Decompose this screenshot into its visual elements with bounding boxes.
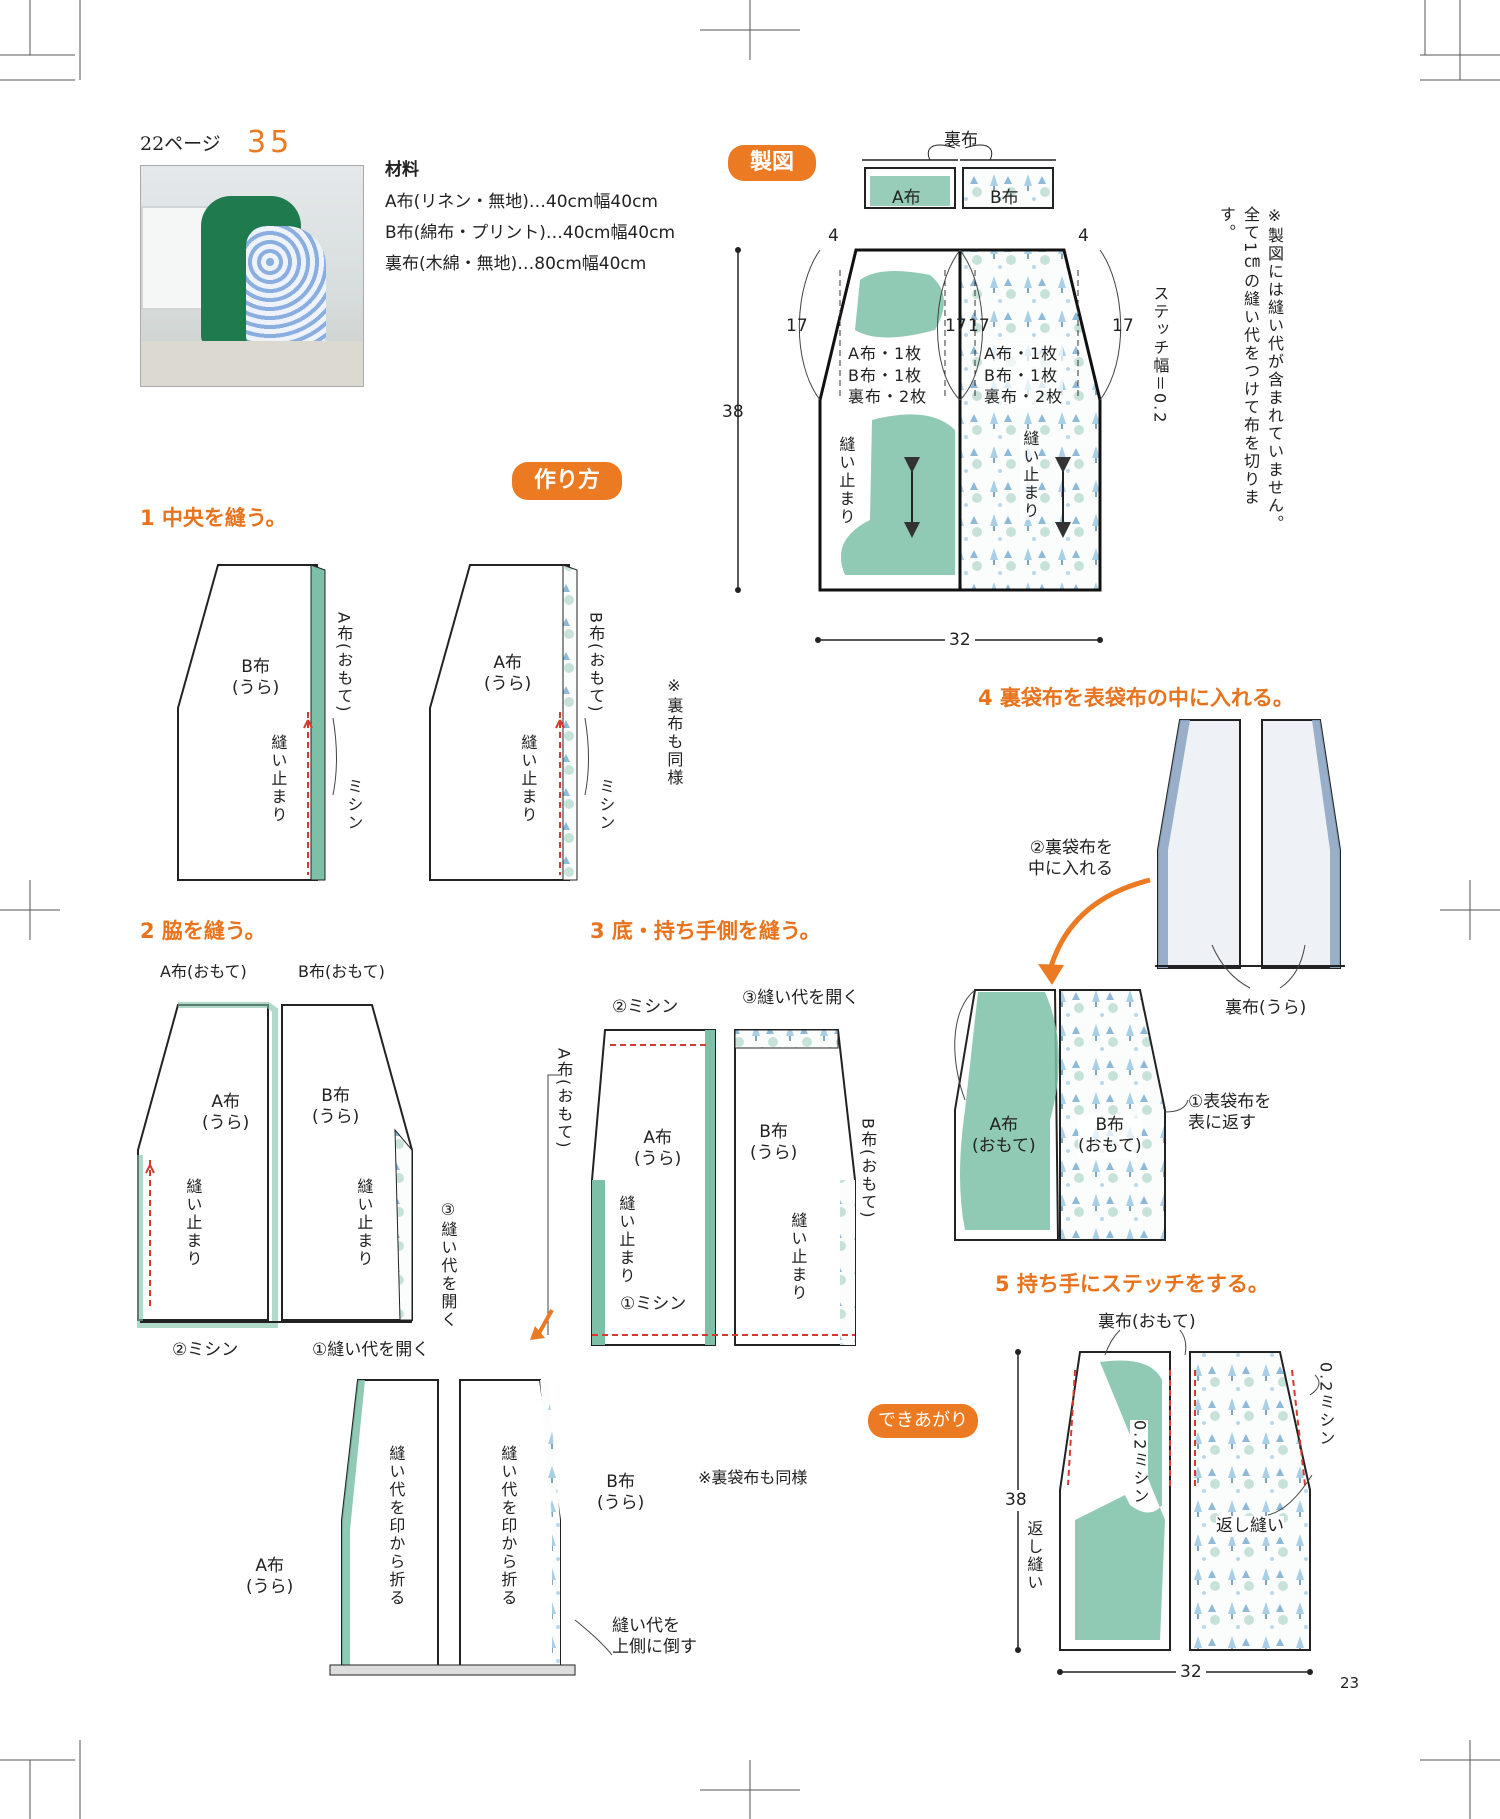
step3-note: ※裏袋布も同様: [698, 1468, 808, 1487]
step3-a-front: A布(おもて): [554, 1048, 574, 1150]
step2-a-front: A布(おもて): [160, 962, 247, 981]
step5-title: 5 持ち手にステッチをする。: [995, 1272, 1269, 1296]
pattern-a-strip-label: A布: [892, 188, 921, 208]
howto-heading: 作り方: [512, 462, 622, 500]
dim-width: 32: [945, 630, 975, 652]
material-line-a: A布(リネン・無地)…40cm幅40cm: [385, 192, 658, 212]
step2-stop-left: 縫い止まり: [183, 1178, 203, 1268]
step5-backstitch: 返し縫い: [1216, 1516, 1284, 1538]
step4-title: 4 裏袋布を表袋布の中に入れる。: [978, 686, 1294, 710]
stop-mark-right: 縫い止まり: [1020, 430, 1040, 520]
step2-title: 2 脇を縫う。: [140, 919, 266, 943]
step3-stop-right: 縫い止まり: [788, 1212, 808, 1302]
bag-print-part: [246, 226, 326, 346]
step4-insert: ②裏袋布を 中に入れる: [1028, 838, 1113, 880]
pattern-b-strip-label: B布: [990, 188, 1019, 208]
material-line-lining: 裏布(木綿・無地)…80cm幅40cm: [385, 254, 647, 274]
step1-title: 1 中央を縫う。: [140, 506, 287, 530]
step1-right-side: B布(おもて): [586, 612, 606, 714]
step1-left-stop: 縫い止まり: [268, 734, 288, 824]
step3-a-back: A布 (うら): [634, 1128, 682, 1170]
step2-b-back: B布 (うら): [312, 1086, 360, 1128]
step4-turn: ①表袋布を 表に返す: [1188, 1092, 1272, 1134]
step1-right-fabric: A布 (うら): [484, 653, 532, 695]
step3-b-back: B布 (うら): [750, 1122, 798, 1164]
stop-mark-left: 縫い止まり: [836, 436, 856, 526]
step5-lining-front: 裏布(おもて): [1098, 1312, 1196, 1332]
finished-label: できあがり: [868, 1404, 978, 1438]
step2-b-front: B布(おもて): [298, 962, 385, 981]
step5-backstitch-left: 返し縫い: [1024, 1520, 1044, 1592]
stitch-width: ステッチ幅＝0.2: [1150, 285, 1170, 425]
step3-fold-left: 縫い代を印から折る: [386, 1445, 406, 1607]
material-line-b: B布(綿布・プリント)…40cm幅40cm: [385, 223, 676, 243]
step5-dim-width: 32: [1176, 1662, 1206, 1684]
pattern-lining-label: 裏布: [944, 130, 978, 150]
step4-lining-back: 裏布(うら): [1225, 998, 1307, 1018]
step1-left-machine: ミシン: [344, 778, 364, 832]
pattern-heading: 製図: [728, 145, 816, 181]
step2-open1: ①縫い代を開く: [312, 1340, 430, 1360]
page-number: 23: [1340, 1674, 1360, 1692]
step1-left-fabric: B布 (うら): [232, 657, 280, 699]
step3-push: 縫い代を 上側に倒す: [612, 1616, 697, 1658]
step3-b-front: B布(おもて): [858, 1118, 878, 1220]
materials-title: 材料: [385, 160, 419, 180]
step4-b-front: B布 (おもて): [1078, 1115, 1142, 1158]
step1-left-side: A布(おもて): [334, 612, 354, 714]
step3-a-back2: A布 (うら): [246, 1556, 294, 1598]
dim-top-left: 4: [828, 226, 839, 246]
dim-inner-right: 17: [968, 316, 990, 336]
step1-right-panel: [429, 564, 578, 881]
step1-left-panel: [177, 564, 326, 881]
product-photo: [140, 165, 364, 387]
dim-inner-left: 17: [945, 316, 967, 336]
pattern-note: ※製図には縫い代が含まれていません。全て1㎝の縫い代をつけて布を切ります。: [1217, 206, 1284, 533]
step3-machine2: ②ミシン: [612, 997, 679, 1017]
step3-fold-right: 縫い代を印から折る: [498, 1445, 518, 1607]
reference-page: 22ページ: [140, 133, 221, 155]
step2-open3: ③縫い代を開く: [438, 1200, 458, 1329]
step5-machine-right: 0.2ミシン: [1316, 1362, 1336, 1448]
step1-right-stop: 縫い止まり: [518, 734, 538, 824]
step1-note: ※裏布も同様: [664, 676, 684, 787]
step2-machine2: ②ミシン: [172, 1340, 239, 1360]
step5-dim-height: 38: [1005, 1490, 1027, 1512]
dim-side-left: 17: [786, 316, 808, 336]
dim-height: 38: [722, 402, 744, 422]
cut-note-left: A布・1枚 B布・1枚 裏布・2枚: [848, 343, 928, 408]
step3-b-back2: B布 (うら): [597, 1472, 645, 1514]
step3-open3: ③縫い代を開く: [742, 988, 860, 1008]
step2-a-back: A布 (うら): [202, 1092, 250, 1134]
item-number: 35: [247, 125, 294, 160]
dim-side-right: 17: [1112, 316, 1134, 336]
dim-top-right: 4: [1078, 226, 1089, 246]
step1-right-machine: ミシン: [596, 778, 616, 832]
step2-stop-right: 縫い止まり: [354, 1178, 374, 1268]
step4-a-front: A布 (おもて): [972, 1115, 1036, 1157]
cut-note-right: A布・1枚 B布・1枚 裏布・2枚: [984, 343, 1064, 408]
step3-stop-left: 縫い止まり: [616, 1195, 636, 1285]
step3-title: 3 底・持ち手側を縫う。: [590, 919, 821, 943]
step3-machine1: ①ミシン: [620, 1294, 687, 1316]
step5-machine-inner: 0.2ミシン: [1130, 1420, 1150, 1506]
